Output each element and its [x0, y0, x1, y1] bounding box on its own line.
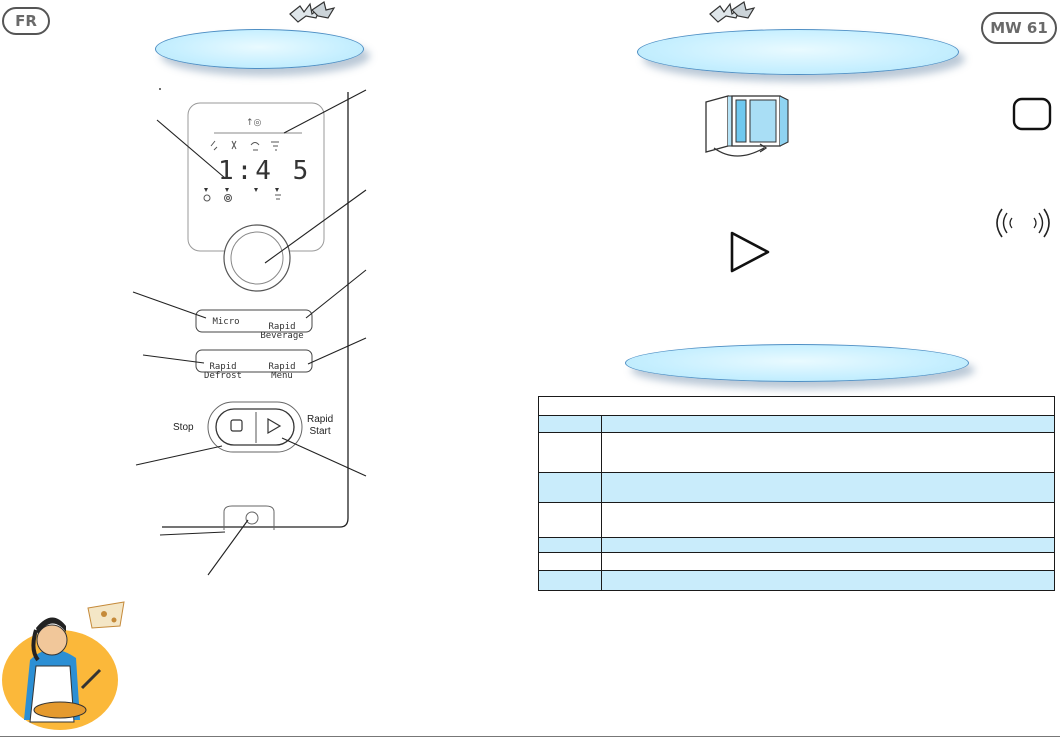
table-cell	[601, 570, 1055, 591]
rapid-defrost-button[interactable]: Rapid Defrost	[200, 354, 246, 381]
rapid-menu-label: Rapid Menu	[268, 362, 296, 381]
language-badge-text: FR	[15, 12, 37, 30]
sound-wave-icon	[996, 208, 1050, 238]
birds-icon	[709, 1, 756, 23]
rapid-beverage-label: Rapid Beverage	[260, 322, 304, 341]
table-row	[538, 432, 1055, 473]
table-cell	[538, 502, 602, 538]
model-badge-text: MW 61	[990, 19, 1048, 37]
table-cell	[538, 537, 602, 553]
stop-label: Stop	[173, 422, 194, 433]
rapid-menu-button[interactable]: Rapid Menu	[258, 354, 306, 381]
info-table	[538, 396, 1055, 591]
model-badge: MW 61	[981, 12, 1057, 44]
micro-button[interactable]: Micro	[203, 318, 249, 327]
language-badge: FR	[2, 7, 50, 35]
table-row	[538, 502, 1055, 538]
stop-button[interactable]	[218, 411, 255, 443]
open-door-icon	[705, 95, 789, 157]
rapid-start-button[interactable]	[257, 411, 293, 443]
table-cell	[538, 415, 602, 433]
table-header-row	[538, 396, 1055, 416]
table-cell	[538, 432, 602, 473]
rapid-beverage-button[interactable]: Rapid Beverage	[256, 314, 308, 341]
table-title-oval	[625, 344, 969, 382]
door-open-button[interactable]	[226, 507, 272, 529]
table-cell	[601, 552, 1055, 571]
display-time: 1:4 5	[218, 156, 312, 186]
rapid-start-label: Rapid Start	[307, 414, 334, 437]
table-header-cell	[538, 396, 1055, 416]
title-oval-right	[637, 29, 959, 75]
table-cell	[601, 472, 1055, 503]
birds-icon	[289, 1, 336, 23]
table-cell	[601, 502, 1055, 538]
table-cell	[601, 537, 1055, 553]
stop-symbol-icon	[1012, 97, 1052, 131]
rapid-defrost-label: Rapid Defrost	[204, 362, 242, 381]
selection-knob[interactable]	[224, 225, 290, 291]
control-panel	[132, 88, 367, 576]
table-row	[538, 570, 1055, 591]
table-row	[538, 552, 1055, 571]
table-row	[538, 472, 1055, 503]
table-row	[538, 415, 1055, 433]
table-cell	[538, 570, 602, 591]
table-cell	[538, 552, 602, 571]
table-row	[538, 537, 1055, 553]
table-cell	[601, 415, 1055, 433]
table-cell	[601, 432, 1055, 473]
table-cell	[538, 472, 602, 503]
footer-divider	[0, 736, 1060, 737]
title-oval-left	[155, 29, 364, 69]
chef-illustration	[2, 601, 125, 730]
play-icon	[730, 231, 770, 273]
display-top-icon: ↑◎	[246, 118, 262, 128]
micro-button-label: Micro	[212, 317, 240, 327]
